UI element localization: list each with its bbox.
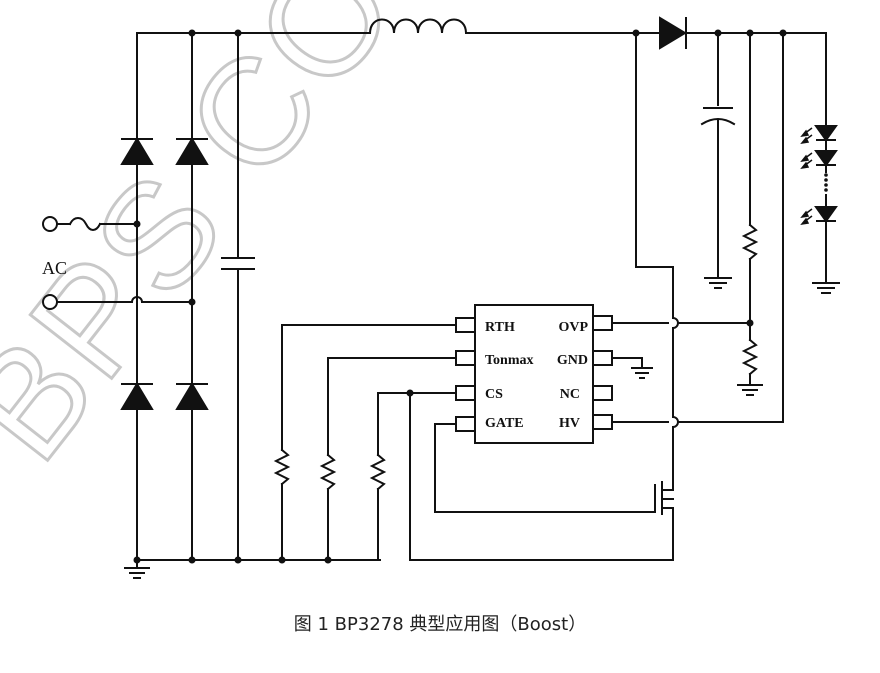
pin-hv (592, 414, 613, 430)
pin-label-gate: GATE (485, 416, 524, 431)
pin-label-rth: RTH (485, 320, 515, 335)
led-1-icon (814, 125, 838, 142)
pin-label-gnd: GND (557, 353, 588, 368)
watermark-text: BPS CONFIDENTIAL (0, 0, 880, 491)
wires (57, 18, 827, 561)
ac-terminals (42, 216, 58, 310)
pin-cs (455, 385, 476, 401)
pin-rth (455, 317, 476, 333)
boost-diode-icon (659, 16, 687, 50)
wire-crossover (130, 296, 144, 304)
pin-label-tonmax: Tonmax (485, 353, 534, 368)
ground-icon (704, 277, 732, 289)
cs-resistor (369, 453, 387, 491)
pin-tonmax (455, 350, 476, 366)
led-light-arrows (800, 127, 813, 226)
led-dots (824, 173, 828, 192)
ovp-resistor-bottom (741, 338, 759, 376)
pin-label-ovp: OVP (558, 320, 588, 335)
led-string (814, 125, 838, 223)
led-2-icon (814, 150, 838, 167)
inductor (368, 18, 481, 35)
diode-d1-icon (120, 137, 154, 165)
tonmax-resistor (319, 453, 337, 491)
diode-d4-icon (175, 382, 209, 410)
ovp-resistor-top (741, 223, 759, 261)
pin-ovp (592, 315, 613, 331)
pin-label-cs: CS (485, 387, 503, 402)
pin-nc (592, 385, 613, 401)
ac-terminal-1 (42, 216, 58, 232)
ground-icon (631, 367, 653, 379)
watermark: BPS CONFIDENTIAL (0, 0, 880, 491)
ic-chip (455, 304, 613, 444)
pin-label-hv: HV (559, 416, 580, 431)
ac-label: AC (42, 258, 67, 278)
pin-label-nc: NC (560, 387, 580, 402)
fuse-symbol (68, 217, 102, 231)
ground-icon (812, 282, 840, 294)
pin-gnd (592, 350, 613, 366)
figure-caption: 图 1 BP3278 典型应用图（Boost） (293, 614, 587, 635)
led-3-icon (814, 206, 838, 223)
bridge-diodes (120, 16, 687, 410)
ac-terminal-2 (42, 294, 58, 310)
rth-resistor (273, 448, 291, 486)
diode-d3-icon (120, 382, 154, 410)
ground-symbols (124, 277, 840, 579)
ground-icon (737, 384, 763, 396)
diode-d2-icon (175, 137, 209, 165)
ic-body (474, 304, 594, 444)
pin-gate (455, 416, 476, 432)
junction-dots (133, 29, 787, 564)
